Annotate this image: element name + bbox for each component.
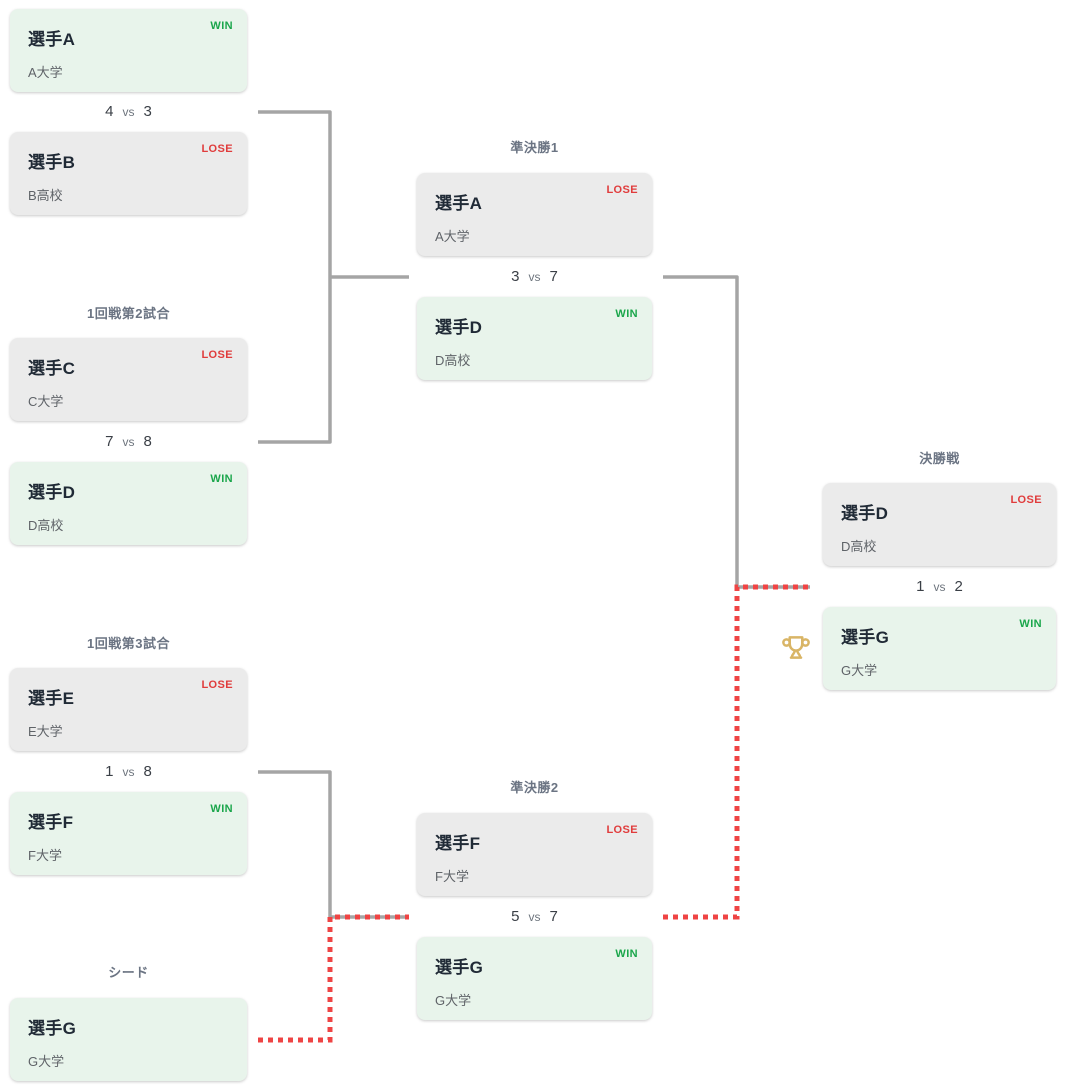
trophy-icon [781,633,811,663]
lose-badge: LOSE [201,349,233,361]
player-school: A大学 [435,229,470,244]
score-left: 1 [916,578,925,595]
card-sf1-player-a[interactable]: LOSE 選手A A大学 [417,173,652,256]
connector-round1-match1-2 [258,110,332,444]
player-name: 選手D [841,504,889,523]
vs-label: vs [528,910,541,924]
score-left: 5 [511,908,520,925]
score-right: 3 [143,103,152,120]
player-school: C大学 [28,394,64,409]
player-name: 選手F [28,813,74,832]
card-r1m2-player-c[interactable]: LOSE 選手C C大学 [10,338,247,421]
score-semifinal1: 3 vs 7 [417,267,652,287]
win-badge: WIN [1019,618,1042,630]
card-final-player-g[interactable]: WIN 選手G G大学 [823,607,1056,690]
player-school: D高校 [28,518,64,533]
score-right: 8 [143,763,152,780]
vs-label: vs [122,435,135,449]
round-label-final: 決勝戦 [919,451,960,466]
score-left: 7 [105,433,114,450]
score-semifinal2: 5 vs 7 [417,907,652,927]
score-final: 1 vs 2 [823,577,1056,597]
card-r1m1-player-a[interactable]: WIN 選手A A大学 [10,9,247,92]
score-right: 7 [549,268,558,285]
player-name: 選手F [435,834,481,853]
round-label-seed: シード [108,965,149,980]
player-name: 選手B [28,153,76,172]
card-r1m2-player-d[interactable]: WIN 選手D D高校 [10,462,247,545]
vs-label: vs [933,580,946,594]
round-label-semifinal1: 準決勝1 [510,140,559,155]
player-school: G大学 [28,1054,65,1069]
round-label-r1m3: 1回戦第3試合 [87,636,170,651]
score-r1m1: 4 vs 3 [10,102,247,122]
player-name: 選手C [28,359,76,378]
player-school: A大学 [28,65,63,80]
score-left: 1 [105,763,114,780]
vs-label: vs [528,270,541,284]
player-school: D高校 [841,539,877,554]
connector-seed-red-dotted [258,914,409,1043]
lose-badge: LOSE [606,184,638,196]
lose-badge: LOSE [201,143,233,155]
card-final-player-d[interactable]: LOSE 選手D D高校 [823,483,1056,566]
win-badge: WIN [210,803,233,815]
player-school: G大学 [435,993,472,1008]
vs-label: vs [122,765,135,779]
player-name: 選手A [435,194,483,213]
lose-badge: LOSE [201,679,233,691]
card-sf2-player-g[interactable]: WIN 選手G G大学 [417,937,652,1020]
player-name: 選手G [841,628,890,647]
card-sf1-player-d[interactable]: WIN 選手D D高校 [417,297,652,380]
player-school: G大学 [841,663,878,678]
player-school: F大学 [435,869,469,884]
round-label-r1m2: 1回戦第2試合 [87,306,170,321]
player-name: 選手D [435,318,483,337]
player-name: 選手D [28,483,76,502]
lose-badge: LOSE [606,824,638,836]
card-sf2-player-f[interactable]: LOSE 選手F F大学 [417,813,652,896]
vs-label: vs [122,105,135,119]
score-r1m2: 7 vs 8 [10,432,247,452]
card-seed-player-g[interactable]: 選手G G大学 [10,998,247,1081]
player-name: 選手A [28,30,76,49]
player-name: 選手E [28,689,75,708]
player-name: 選手G [28,1019,77,1038]
player-school: E大学 [28,724,63,739]
card-r1m1-player-b[interactable]: LOSE 選手B B高校 [10,132,247,215]
player-school: B高校 [28,188,63,203]
round-label-semifinal2: 準決勝2 [510,780,559,795]
score-r1m3: 1 vs 8 [10,762,247,782]
card-r1m3-player-e[interactable]: LOSE 選手E E大学 [10,668,247,751]
score-left: 4 [105,103,114,120]
win-badge: WIN [210,20,233,32]
connector-round1-match3 [258,770,409,919]
connector-semifinal1-to-final [663,275,810,589]
win-badge: WIN [615,948,638,960]
score-right: 7 [549,908,558,925]
score-right: 2 [954,578,963,595]
win-badge: WIN [210,473,233,485]
player-school: F大学 [28,848,62,863]
score-right: 8 [143,433,152,450]
win-badge: WIN [615,308,638,320]
score-left: 3 [511,268,520,285]
card-r1m3-player-f[interactable]: WIN 選手F F大学 [10,792,247,875]
lose-badge: LOSE [1010,494,1042,506]
player-name: 選手G [435,958,484,977]
player-school: D高校 [435,353,471,368]
